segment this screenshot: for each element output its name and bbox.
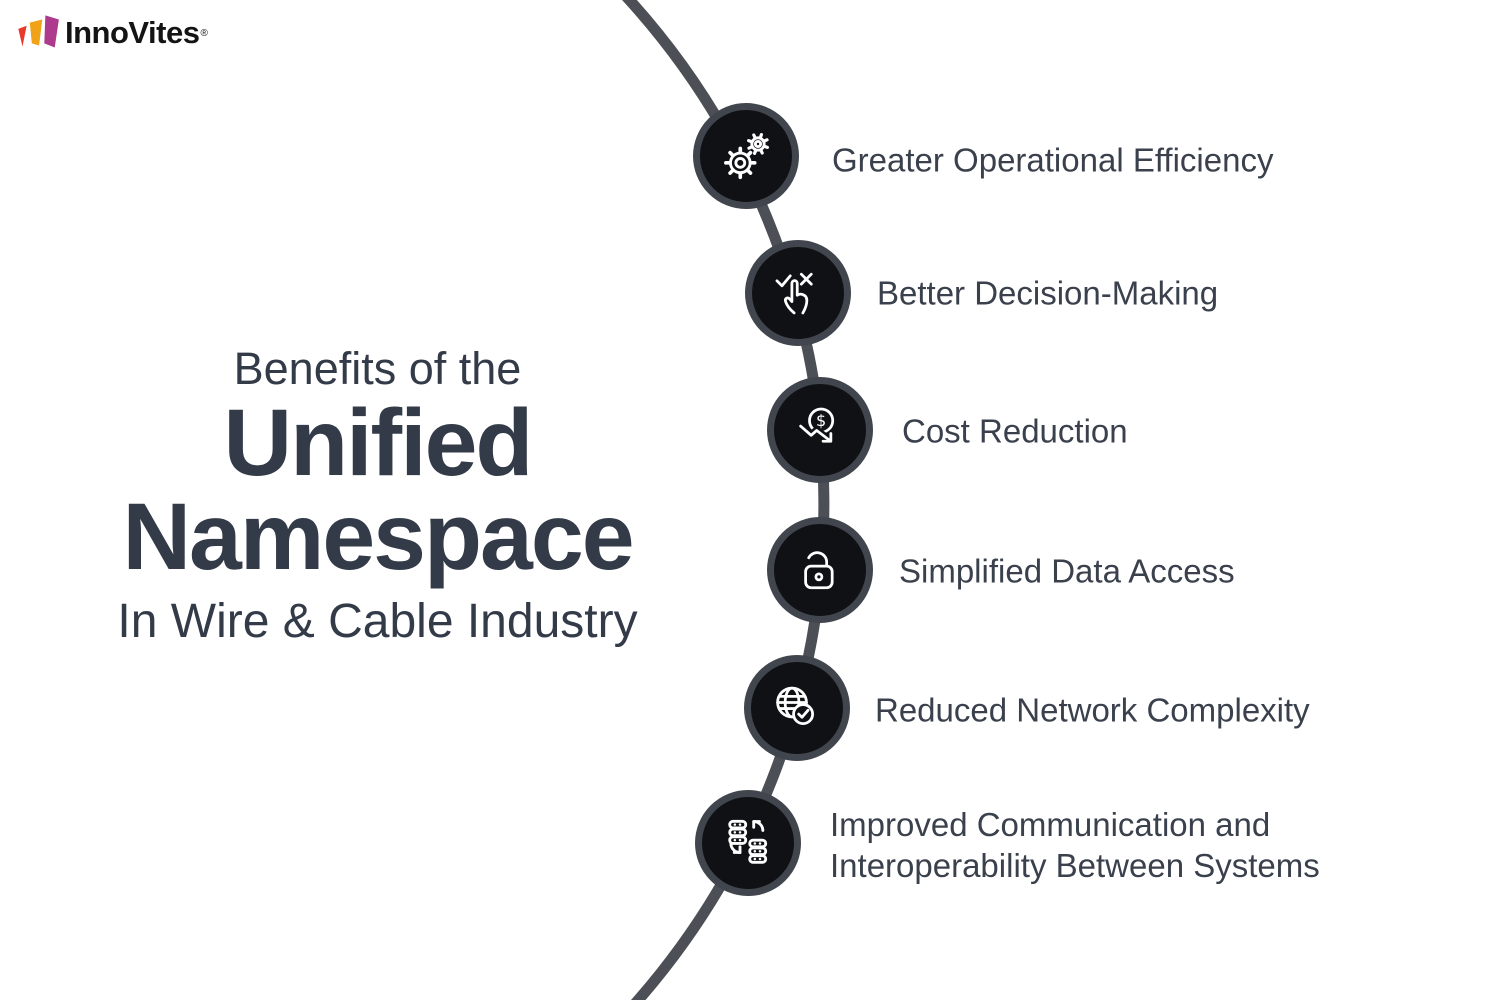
benefit-label-3: Cost Reduction: [902, 412, 1128, 450]
title-subtitle: In Wire & Cable Industry: [117, 595, 638, 649]
globe-check-icon: [776, 686, 814, 725]
benefit-node-3: $: [767, 377, 873, 483]
benefit-label-6: Improved Communication and Interoperabil…: [830, 805, 1320, 884]
title-main-line1: Unified: [223, 390, 534, 496]
decision-hand-icon: [775, 272, 813, 315]
benefit-node-4: [767, 517, 873, 623]
benefit-label-4: Simplified Data Access: [899, 552, 1235, 590]
benefit-label-1: Greater Operational Efficiency: [832, 141, 1274, 179]
title-main-line2: Namespace: [122, 484, 634, 590]
title-block: Benefits of the Unified Namespace In Wir…: [85, 342, 670, 649]
brand-name: InnoVites: [65, 15, 200, 50]
title-intro: Benefits of the: [233, 343, 522, 394]
database-sync-icon: [728, 819, 768, 864]
dollar-glyph: $: [816, 411, 826, 430]
innovites-logo-mark: [18, 15, 59, 48]
benefit-node-2: [745, 240, 851, 346]
dollar-decrease-icon: $: [796, 407, 835, 445]
benefit-node-1: [693, 103, 799, 209]
gears-icon: [724, 133, 769, 180]
registered-trademark: ®: [200, 27, 208, 39]
unlocked-padlock-icon: [804, 551, 834, 590]
innovites-logo: InnoVites ®: [10, 12, 208, 54]
benefit-node-5: [744, 655, 850, 761]
benefit-label-5: Reduced Network Complexity: [875, 691, 1310, 729]
benefit-label-2: Better Decision-Making: [877, 274, 1219, 312]
benefit-node-6: [695, 790, 801, 896]
